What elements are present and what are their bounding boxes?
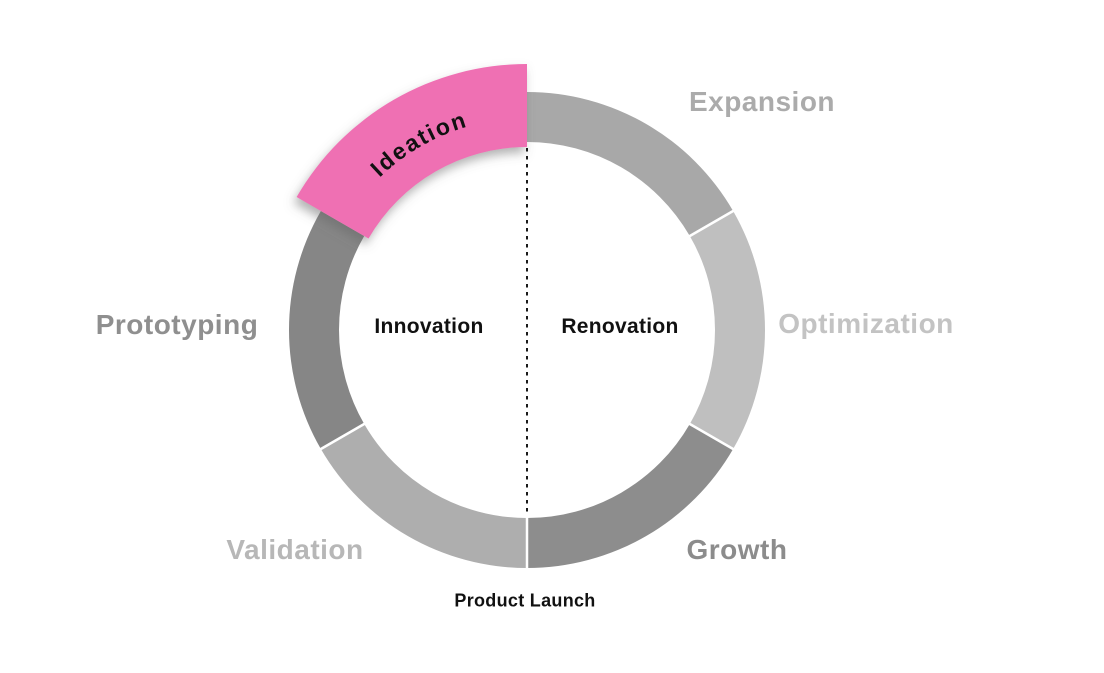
- segment-separators: [316, 207, 738, 572]
- segment-prototyping: [289, 211, 365, 449]
- donut-segments: [289, 64, 765, 568]
- segment-separator: [316, 420, 369, 453]
- segment-ideation: [296, 64, 527, 239]
- segment-expansion: [527, 92, 734, 236]
- segment-label-prototyping: Prototyping: [95, 309, 259, 340]
- segment-separator: [685, 207, 738, 240]
- segment-label-growth: Growth: [686, 534, 788, 565]
- label-product-launch: Product Launch: [454, 590, 596, 611]
- center-label-renovation: Renovation: [561, 315, 679, 338]
- segment-optimization: [689, 211, 765, 449]
- segment-label-expansion: Expansion: [688, 86, 836, 117]
- segment-growth: [527, 424, 734, 568]
- segment-label-optimization: Optimization: [778, 308, 954, 339]
- segment-separator: [685, 420, 738, 453]
- center-label-innovation: Innovation: [374, 315, 484, 338]
- segment-label-validation: Validation: [226, 534, 364, 565]
- segment-validation: [320, 424, 527, 568]
